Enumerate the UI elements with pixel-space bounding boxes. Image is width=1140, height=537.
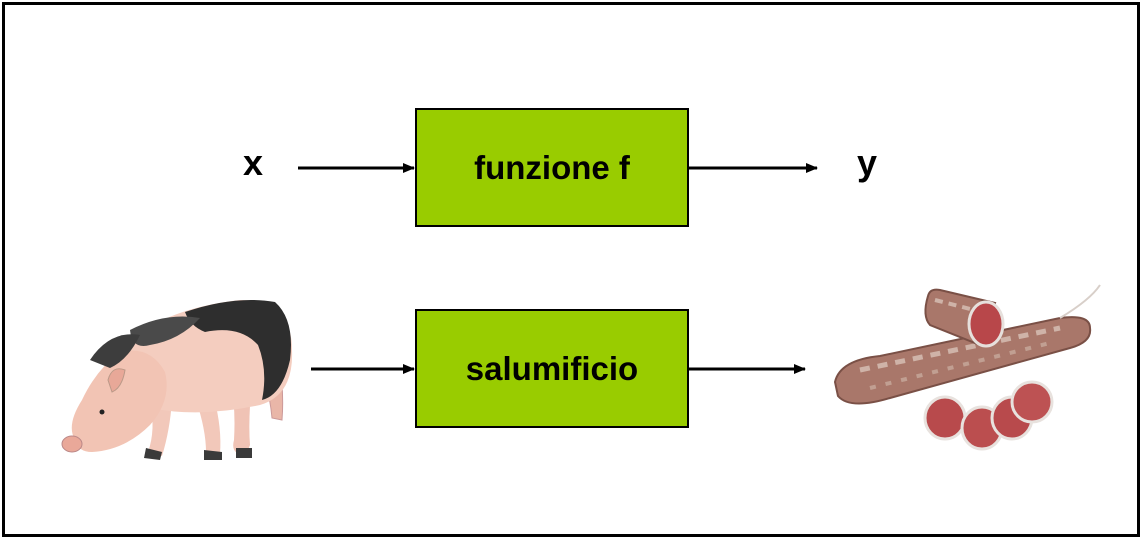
function-box: funzione f xyxy=(415,108,689,227)
salami-slice xyxy=(1010,380,1054,424)
salumificio-box: salumificio xyxy=(415,309,689,428)
salami-slice xyxy=(923,395,967,441)
output-variable-label: y xyxy=(857,142,878,183)
input-variable-label: x xyxy=(243,142,264,183)
